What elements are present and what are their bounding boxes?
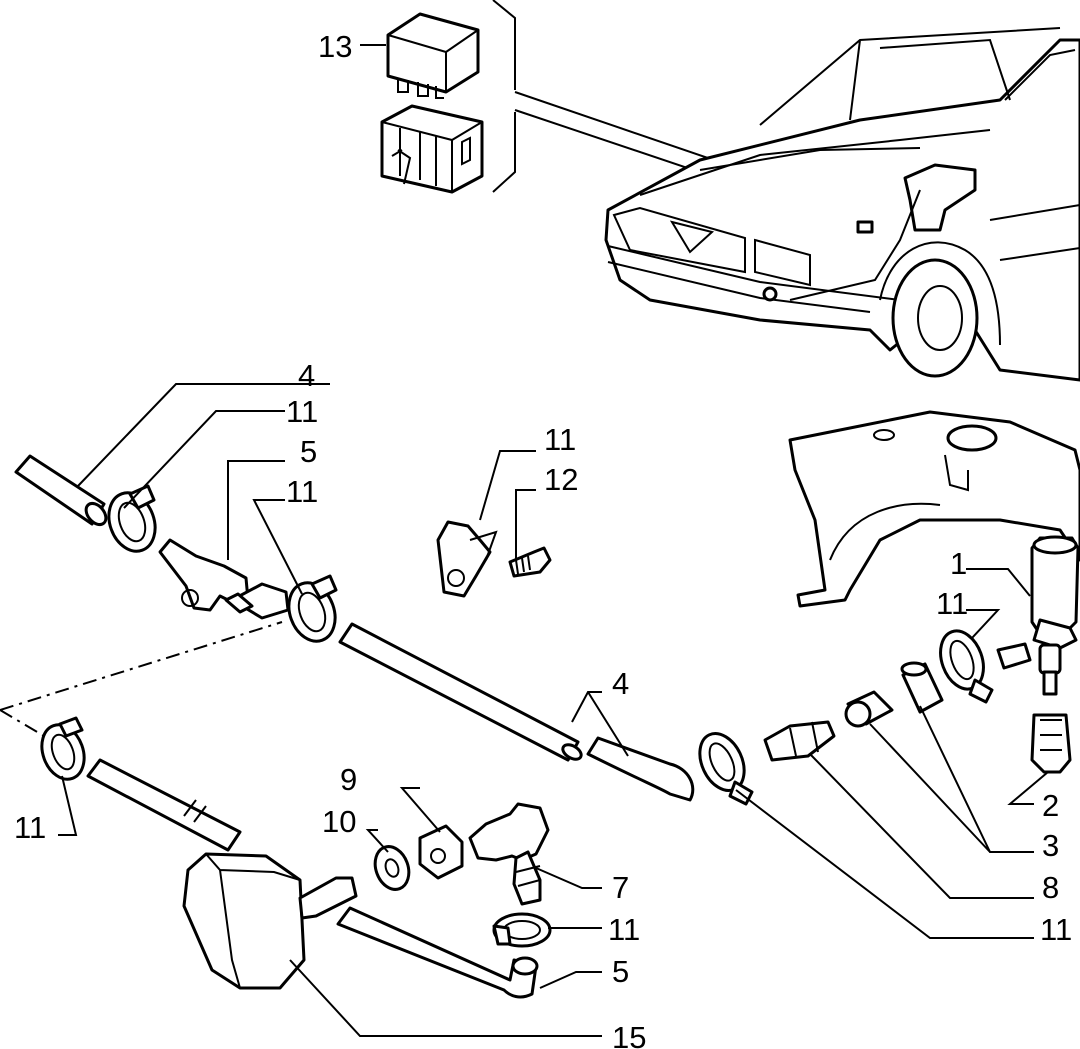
callout-6: 5 [300,434,317,469]
callout-13: 12 [544,462,578,497]
leader-lines [58,44,1049,1037]
hose-4-main [338,622,583,762]
hose-lower-left [86,758,242,852]
callout-8: 8 [1042,870,1059,905]
screw-13 [508,546,552,578]
callout-11: 11 [286,394,318,429]
connection-dash-line [0,621,283,737]
relay-socket-part [380,104,484,194]
nozzle-7 [468,802,550,906]
callout-5: 4 [298,358,315,393]
filter-part [1030,713,1072,774]
clamp-mid-right [698,732,754,806]
callout-11: 11 [608,912,640,947]
callout-15: 15 [612,1020,646,1049]
relay-group-bracket [492,0,516,193]
hose-5-top-left [14,454,108,527]
short-hose-3b [844,690,894,728]
callout-1: 1 [950,546,967,581]
nut-9 [418,824,464,880]
callout-7: 7 [612,870,629,905]
clamp-top-left [107,484,157,553]
callout-4: 4 [612,666,629,701]
callout-14: 13 [318,29,352,64]
callout-11: 11 [14,810,46,845]
connector-near-pump [996,642,1032,670]
clip-12 [436,520,498,598]
clamp-lower-left [40,716,86,781]
clamp-t-junction [287,574,338,643]
relay-part [386,12,480,99]
t-junction-6 [158,538,290,620]
hose-4-curved [586,736,695,802]
washer-10 [373,845,411,891]
callout-12: 11 [544,422,576,457]
check-valve-8 [763,720,836,762]
callout-11: 11 [286,474,318,509]
hose-5-bottom [336,906,539,999]
short-hose-3a [900,661,944,714]
washer-body-15 [182,852,358,990]
callout-2: 2 [1042,788,1059,823]
callout-5: 5 [612,954,629,989]
clamp-bottom [492,912,552,948]
callout-9: 9 [340,762,357,797]
callout-3: 3 [1042,828,1059,863]
car-illustration [604,27,1080,382]
pump-part [1030,535,1080,696]
reservoir-tank [788,410,1080,608]
callout-11: 11 [936,586,968,621]
clamp-right [939,629,994,704]
callout-10: 10 [322,804,356,839]
callout-11: 11 [1040,912,1072,947]
